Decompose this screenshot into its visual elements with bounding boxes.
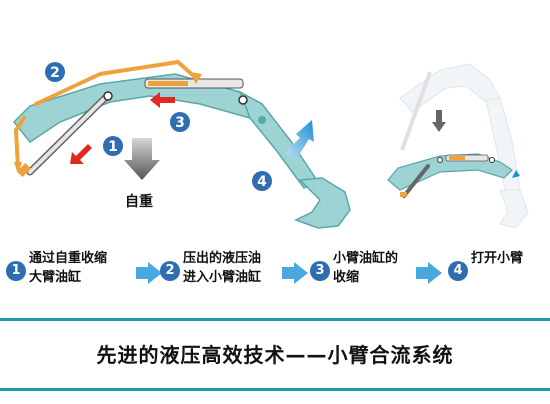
- pivot: [103, 91, 113, 101]
- pivot: [258, 116, 266, 124]
- open-stick-arrow: [285, 120, 314, 160]
- self-weight-arrow: [124, 138, 160, 180]
- small-boom-cylinder-oil: [400, 192, 407, 197]
- small-pivot: [437, 157, 443, 163]
- ghost-excavator-arm: [399, 63, 529, 229]
- step-3-number: 3: [310, 261, 330, 281]
- marker-4: 4: [252, 171, 272, 191]
- pivot: [238, 95, 248, 105]
- bucket: [294, 177, 351, 229]
- boom-cylinder-highlight: [28, 96, 107, 174]
- step-4-number: 4: [448, 261, 468, 281]
- divider-top: [0, 318, 550, 321]
- step-3-text: 小臂油缸的 收缩: [333, 251, 399, 285]
- step-1-number: 1: [6, 261, 26, 281]
- marker-3-text: 3: [175, 115, 185, 131]
- step-4-text: 打开小臂: [471, 251, 524, 266]
- main-excavator-arm: [12, 73, 351, 229]
- oil-flow-arrowhead: [14, 162, 22, 174]
- step-4: 4 打开小臂: [448, 248, 548, 298]
- steps-row: 1 通过自重收缩 大臂油缸 2 压出的液压油 进入小臂油缸 3 小臂油缸的 收缩…: [0, 240, 550, 310]
- small-down-arrow: [432, 110, 446, 132]
- step-2-number: 2: [160, 261, 180, 281]
- step-1: 1 通过自重收缩 大臂油缸: [6, 248, 146, 298]
- boom-cylinder-oil: [16, 162, 32, 178]
- small-cylinder-oil: [449, 156, 465, 160]
- marker-3: 3: [170, 112, 190, 132]
- self-weight-label: 自重: [125, 194, 153, 210]
- ghost-cylinder: [400, 71, 432, 151]
- red-arrow-stick-cylinder: [150, 92, 175, 108]
- small-boom: [387, 153, 513, 191]
- marker-2-text: 2: [50, 65, 60, 81]
- divider-bottom: [0, 388, 550, 391]
- stick-cylinder-oil: [148, 81, 188, 86]
- marker-1: 1: [103, 136, 123, 156]
- oil-flow-path-lower: [14, 116, 26, 170]
- ghost-boom: [399, 63, 501, 113]
- small-blue-arrow: [512, 170, 520, 178]
- step-arrow-icon: [416, 262, 442, 284]
- ghost-bucket: [499, 189, 529, 229]
- step-arrow-icon: [136, 262, 162, 284]
- page-title: 先进的液压高效技术——小臂合流系统: [96, 343, 454, 367]
- step-2: 2 压出的液压油 进入小臂油缸: [160, 248, 290, 298]
- marker-4-text: 4: [257, 174, 267, 190]
- oil-flow-arrows: [14, 60, 198, 170]
- step-1-text: 通过自重收缩 大臂油缸: [29, 251, 108, 285]
- oil-flow-path-upper: [34, 60, 198, 106]
- step-2-text: 压出的液压油 进入小臂油缸: [183, 251, 262, 285]
- step-3: 3 小臂油缸的 收缩: [310, 248, 420, 298]
- oil-flow-arrowhead: [190, 72, 202, 84]
- marker-2: 2: [45, 62, 65, 82]
- step-arrow-icon: [282, 262, 308, 284]
- small-pivot: [489, 157, 495, 163]
- small-excavator-arm: [387, 153, 520, 198]
- ghost-stick: [485, 97, 521, 195]
- marker-1-text: 1: [108, 139, 118, 155]
- red-arrow-boom-cylinder: [70, 144, 92, 164]
- small-boom-cylinder: [402, 164, 430, 198]
